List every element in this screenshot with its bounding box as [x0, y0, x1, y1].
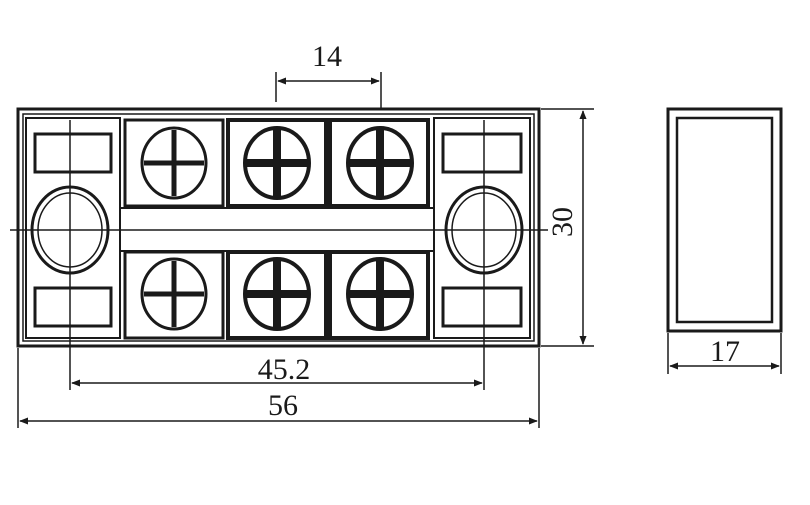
right-upper-slot: [441, 132, 523, 174]
terminal-cell-frame: [328, 250, 430, 340]
screw-head: [140, 257, 208, 331]
side-outline-inner: [675, 116, 774, 324]
dimension-screw-pitch: 14: [275, 40, 382, 108]
screw-head: [140, 126, 208, 200]
terminal-cell-frame: [226, 118, 328, 208]
right-mount-section: [433, 117, 531, 339]
terminal-cell-frame: [226, 250, 328, 340]
terminal-cell: [328, 118, 430, 208]
screw-head: [243, 257, 311, 331]
body-outline-outer: [16, 107, 541, 348]
terminal-cell: [123, 118, 225, 208]
screw-head: [346, 257, 414, 331]
left-upper-slot: [33, 132, 113, 174]
terminal-cell: [328, 250, 430, 340]
side-view: 17: [666, 107, 783, 374]
terminal-cells: [123, 118, 430, 340]
dimension-hole-spacing: 45.2: [71, 353, 483, 387]
left-mount-frame: [25, 117, 121, 339]
depth-value: 17: [710, 335, 740, 368]
pitch-value: 14: [312, 40, 342, 73]
right-mount-frame: [433, 117, 531, 339]
terminal-cell: [123, 250, 225, 340]
left-mount-section: [25, 117, 121, 339]
left-lower-slot: [33, 286, 113, 328]
terminal-cell-frame: [123, 250, 225, 340]
terminal-cell: [226, 250, 328, 340]
terminal-cell-frame: [328, 118, 430, 208]
front-view: [10, 107, 548, 390]
terminal-cell: [226, 118, 328, 208]
side-outline-outer: [666, 107, 783, 333]
terminal-cell-frame: [123, 118, 225, 208]
hole-spacing-value: 45.2: [258, 353, 311, 386]
screw-head: [346, 126, 414, 200]
dimension-overall-length: 56: [17, 348, 540, 428]
right-lower-slot: [441, 286, 523, 328]
body-outline-inner: [22, 113, 535, 342]
length-value: 56: [268, 389, 298, 422]
height-value: 30: [546, 207, 579, 237]
dimension-height: 30: [541, 108, 594, 347]
screw-head: [243, 126, 311, 200]
